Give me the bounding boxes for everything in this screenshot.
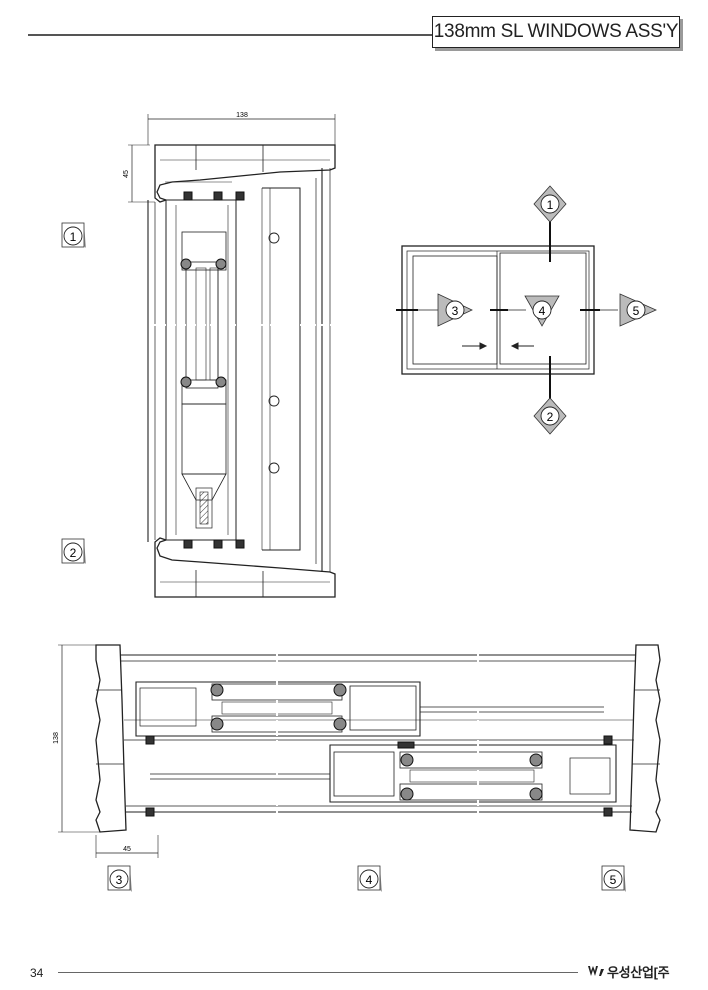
- svg-text:5: 5: [633, 304, 640, 318]
- header-rule: [28, 34, 433, 36]
- footer-rule: [58, 972, 578, 973]
- svg-text:1: 1: [70, 230, 77, 244]
- marker-4-elevation: 4: [524, 295, 560, 327]
- dim-text-138-top: 138: [236, 112, 248, 119]
- svg-text:3: 3: [452, 304, 459, 318]
- svg-text:4: 4: [366, 873, 373, 887]
- vertical-section-gaskets: [180, 191, 245, 549]
- svg-text:2: 2: [547, 410, 554, 424]
- svg-text:45: 45: [123, 846, 131, 853]
- page-number: 34: [30, 966, 44, 980]
- svg-text:2: 2: [70, 546, 77, 560]
- vertical-section: [128, 114, 336, 598]
- dim-text-45-left: 45: [123, 170, 130, 178]
- marker-2-elevation: 2: [533, 397, 567, 435]
- marker-5-elevation: 5: [619, 293, 657, 327]
- marker-5-bottom: 5: [601, 865, 626, 892]
- svg-text:138: 138: [53, 732, 60, 744]
- marker-1-elevation: 1: [533, 185, 567, 223]
- svg-text:5: 5: [610, 873, 617, 887]
- dim-text-45-bottom: 45: [123, 846, 131, 853]
- svg-text:1: 1: [547, 198, 554, 212]
- horizontal-section: [58, 644, 661, 858]
- marker-3-elevation: 3: [437, 293, 473, 327]
- marker-1-left: 1: [61, 222, 86, 248]
- svg-text:3: 3: [116, 873, 123, 887]
- svg-text:45: 45: [123, 170, 130, 178]
- logo-mark-icon: [588, 966, 604, 976]
- marker-3-bottom: 3: [107, 865, 132, 892]
- company-logo: 우성산업[주: [588, 961, 670, 981]
- svg-text:138: 138: [236, 112, 248, 119]
- marker-4-bottom: 4: [357, 865, 382, 892]
- horizontal-section-gaskets: [145, 683, 613, 817]
- marker-2-left: 2: [61, 538, 86, 564]
- title-box: 138mm SL WINDOWS ASS'Y: [432, 16, 680, 48]
- dim-text-138-left: 138: [53, 732, 60, 744]
- svg-text:4: 4: [539, 304, 546, 318]
- company-name: 우성산업[주: [607, 964, 670, 980]
- page-title: 138mm SL WINDOWS ASS'Y: [433, 21, 679, 42]
- elevation-view: [396, 220, 618, 400]
